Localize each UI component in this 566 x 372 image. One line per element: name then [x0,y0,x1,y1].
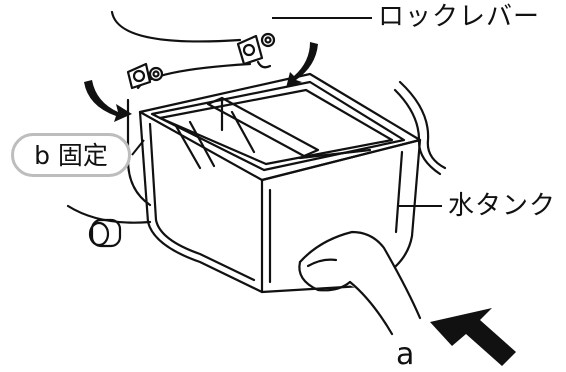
lock-lever-label: ロックレバー [378,4,540,30]
appliance-top-curve [112,12,240,41]
water-tank-label: 水タンク [448,193,556,219]
push-step-label: a [396,340,414,370]
hand-pushing [299,232,420,334]
fix-callout: b 固定 [11,133,131,177]
caster-wheel [90,220,120,246]
arrow-up-left-icon [430,308,516,366]
lock-lever-right [238,34,274,67]
lock-lever-left [128,64,162,88]
